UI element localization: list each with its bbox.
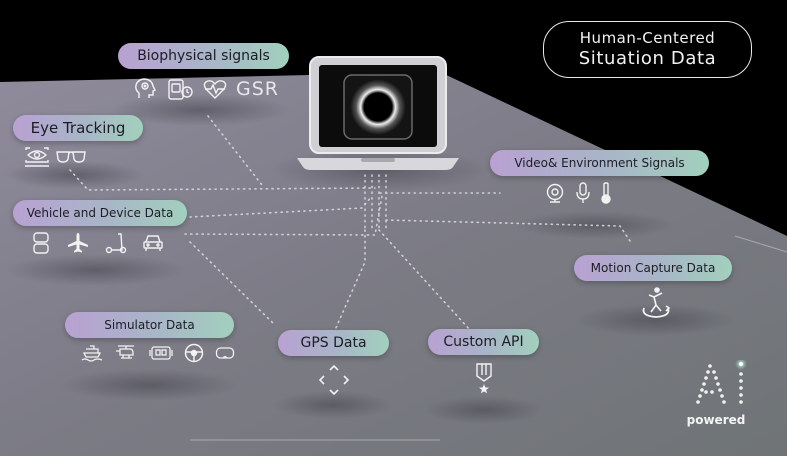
ship-icon [81, 344, 103, 362]
gps-icons [318, 364, 359, 396]
node-custom-api: Custom API [428, 329, 539, 355]
car-icon [143, 234, 163, 252]
eye-tracking-icons [24, 147, 95, 167]
vr-goggles-icon [215, 346, 235, 360]
node-eye-tracking: Eye Tracking [13, 115, 143, 141]
eclipse-ring-icon [343, 74, 413, 140]
video-env-icons [544, 182, 621, 204]
medal-icon [474, 362, 494, 394]
thermometer-icon [600, 182, 612, 204]
eye-screen-icon [24, 147, 50, 167]
node-simulator-data: Simulator Data [65, 312, 234, 338]
motion-capture-label: Motion Capture Data [590, 261, 716, 275]
airplane-icon [67, 232, 89, 254]
glasses-icon [56, 149, 86, 165]
webcam-icon [544, 183, 566, 203]
biophysical-icons: GSR [133, 77, 279, 101]
scooter-icon [105, 232, 127, 254]
ai-powered-label: powered [686, 413, 746, 427]
node-video-environment-signals: Video& Environment Signals [490, 150, 709, 176]
gsr-label: GSR [236, 78, 279, 100]
title-line-2: Situation Data [578, 48, 717, 69]
title-box: Human-Centered Situation Data [543, 21, 752, 78]
motion-figure-icon [640, 286, 672, 322]
custom-api-label: Custom API [443, 334, 524, 350]
vehicle-device-icons [33, 232, 172, 254]
node-motion-capture-data: Motion Capture Data [574, 255, 732, 281]
steering-wheel-icon [184, 343, 204, 363]
vehicle-device-icon [33, 232, 49, 254]
ai-dotted-logo [696, 360, 747, 404]
brain-head-icon [133, 77, 157, 101]
microphone-icon [576, 182, 590, 204]
simulator-icons [81, 343, 244, 363]
move-arrows-icon [318, 364, 350, 396]
node-vehicle-device-data: Vehicle and Device Data [13, 200, 187, 226]
eye-tracking-label: Eye Tracking [30, 119, 126, 137]
helicopter-icon [114, 344, 138, 362]
node-biophysical-signals: Biophysical signals [118, 43, 289, 69]
heart-pulse-icon [203, 78, 227, 100]
motion-capture-icons [640, 286, 681, 322]
node-gps-data: GPS Data [278, 330, 389, 356]
video-env-label: Video& Environment Signals [514, 156, 685, 170]
biophysical-label: Biophysical signals [137, 48, 270, 64]
smartwatch-icon [166, 77, 194, 101]
gps-label: GPS Data [300, 335, 367, 351]
custom-api-icons [474, 362, 503, 394]
vr-headset-icon [149, 344, 173, 362]
simulator-label: Simulator Data [104, 318, 195, 332]
connector-lines [69, 115, 633, 331]
title-line-1: Human-Centered [579, 29, 716, 47]
vehicle-device-label: Vehicle and Device Data [26, 206, 174, 220]
